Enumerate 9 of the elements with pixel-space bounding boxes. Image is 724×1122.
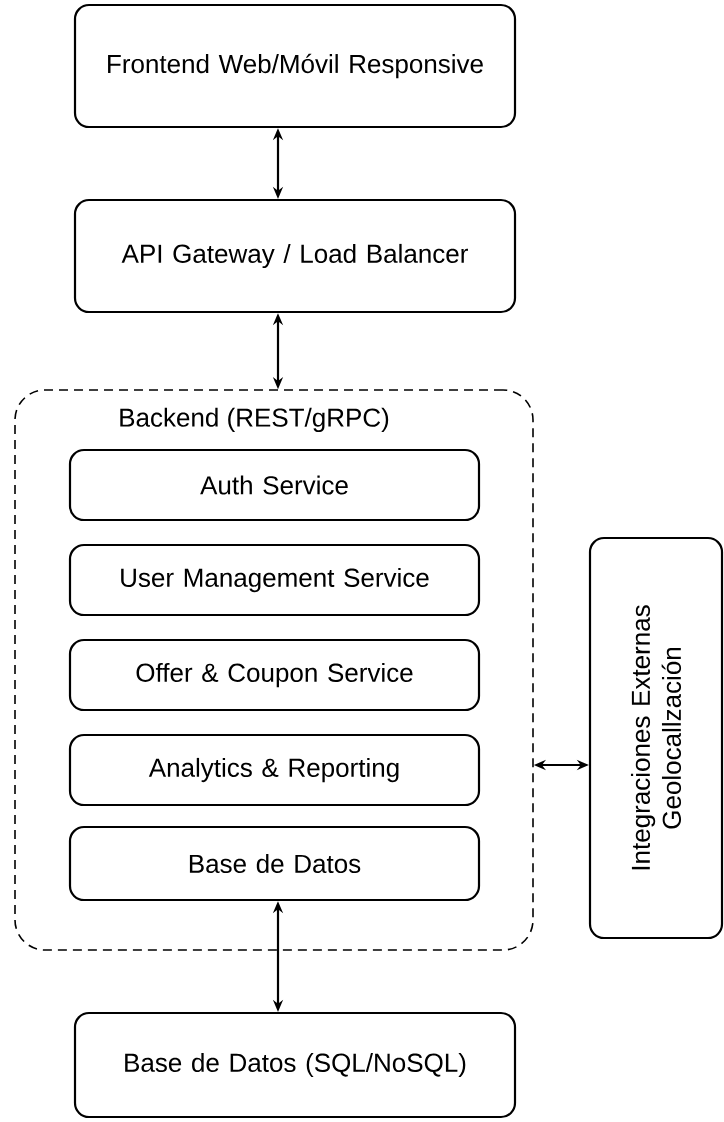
side-box: Integraciones Externas Geolocallzación xyxy=(588,536,724,940)
process-box: Frontend Web/Móvil Responsive xyxy=(73,3,517,129)
service-box: Analytics & Reporting xyxy=(68,733,481,807)
service-box: Offer & Coupon Service xyxy=(68,638,481,712)
service-box: Auth Service xyxy=(68,448,481,522)
process-box: API Gateway / Load Balancer xyxy=(73,198,517,314)
process-box: Base de Datos (SQL/NoSQL) xyxy=(73,1011,517,1119)
service-box: User Management Service xyxy=(68,543,481,617)
service-box: Base de Datos xyxy=(68,825,481,902)
